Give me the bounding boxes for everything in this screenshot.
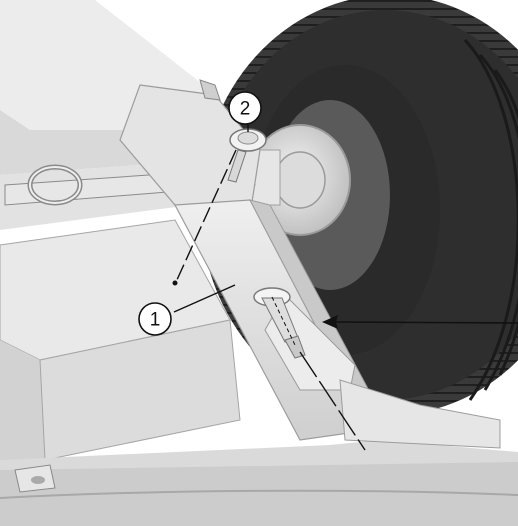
- leader-line-1: [172, 280, 236, 313]
- callout-2: 2: [228, 91, 262, 125]
- direction-arrow-icon: [322, 315, 518, 329]
- frame-lower-right: [339, 379, 501, 449]
- callout-1-label: 1: [150, 310, 161, 331]
- frame-lower-left: [0, 219, 241, 461]
- alignment-line-pin: [271, 296, 366, 451]
- callout-2-label: 2: [240, 99, 251, 120]
- callout-1: 1: [138, 302, 172, 336]
- base-rail: [0, 440, 518, 526]
